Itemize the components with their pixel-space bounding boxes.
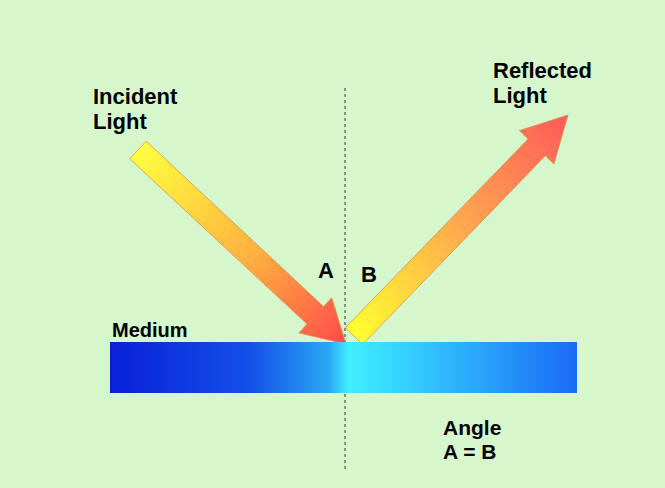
incident-light-label: Incident Light bbox=[93, 84, 177, 135]
reflected-light-label: Reflected Light bbox=[493, 58, 592, 109]
medium-band: Medium bbox=[110, 319, 577, 393]
reflected-arrow bbox=[345, 115, 568, 344]
medium-band-shape bbox=[110, 342, 577, 393]
medium-label: Medium bbox=[110, 319, 577, 342]
angle-b-label: B bbox=[361, 262, 377, 287]
normal-line bbox=[345, 88, 346, 470]
angle-a-label: A bbox=[318, 258, 334, 283]
incident-arrow bbox=[130, 141, 346, 344]
angle-equality-note: Angle A = B bbox=[443, 416, 501, 464]
